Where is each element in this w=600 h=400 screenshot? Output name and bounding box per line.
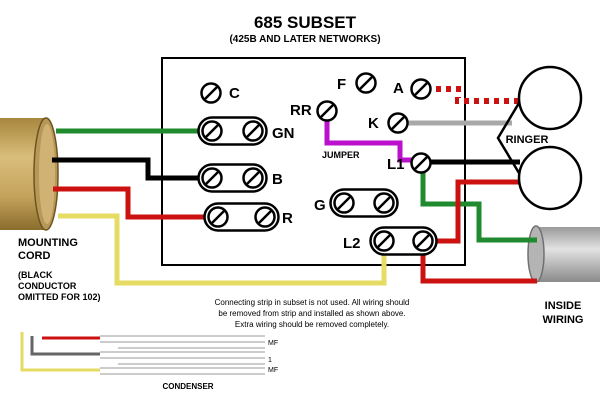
terminal-r-screw-2 <box>254 206 276 228</box>
note-line-2: be removed from strip and installed as s… <box>218 309 405 318</box>
terminal-label-l1: L1 <box>387 156 405 173</box>
diagram-subtitle: (425B AND LATER NETWORKS) <box>229 34 380 45</box>
terminal-r-screw-1 <box>207 206 229 228</box>
terminal-b-screw-2 <box>242 167 264 189</box>
terminal-screws <box>197 72 438 256</box>
terminal-label-rr: RR <box>290 102 312 119</box>
note-line-3: Extra wiring should be removed completel… <box>235 320 389 329</box>
terminal-c-screw <box>200 82 222 104</box>
ringer: RINGER <box>496 65 583 211</box>
terminal-b-screw-1 <box>201 167 223 189</box>
mounting-cord-label-1: MOUNTING <box>18 237 78 249</box>
jumper-label: JUMPER <box>322 150 360 160</box>
mounting-note-2: CONDUCTOR <box>18 281 77 291</box>
terminal-a-screw <box>410 78 432 100</box>
wire-black-b <box>52 157 212 181</box>
condenser: MF 1 MF CONDENSER <box>20 332 278 391</box>
terminal-g-screw-1 <box>333 192 355 214</box>
terminal-gn-screw-2 <box>242 120 264 142</box>
condenser-wire-gray <box>30 336 100 356</box>
terminal-l2-screw-1 <box>373 230 395 252</box>
terminal-g-screw-2 <box>373 192 395 214</box>
wire-yellow-l2 <box>58 213 387 286</box>
mounting-note-1: (BLACK <box>18 270 53 280</box>
terminal-label-l2: L2 <box>343 235 361 252</box>
condenser-1: 1 <box>268 357 272 364</box>
terminal-label-k: K <box>368 115 379 132</box>
mounting-note-3: OMITTED FOR 102) <box>18 292 101 302</box>
terminal-label-r: R <box>282 210 293 227</box>
condenser-wire-yellow <box>20 332 100 372</box>
condenser-mf-top: MF <box>268 340 278 347</box>
wire-green-l1 <box>420 166 537 243</box>
inside-wiring-label-2: WIRING <box>543 314 584 326</box>
terminal-f-screw <box>355 72 377 94</box>
condenser-label: CONDENSER <box>162 382 213 391</box>
terminal-label-c: C <box>229 85 240 102</box>
terminal-label-b: B <box>272 171 283 188</box>
wire-red-a-stripe <box>421 86 520 104</box>
inside-wiring-label-1: INSIDE <box>545 300 582 312</box>
terminal-l2-screw-2 <box>412 230 434 252</box>
wire-red-ringer-l2 <box>423 179 520 244</box>
ringer-label: RINGER <box>506 134 549 146</box>
terminal-label-g: G <box>314 197 326 214</box>
terminal-l1-screw <box>410 152 432 174</box>
inside-wiring-cable <box>527 225 600 283</box>
ringer-coil-bottom <box>517 145 583 211</box>
terminal-label-gn: GN <box>272 125 295 142</box>
terminal-label-f: F <box>337 76 346 93</box>
mounting-cord <box>0 117 59 231</box>
wire-red-l2-out <box>420 244 537 284</box>
terminal-rr-screw <box>316 100 338 122</box>
terminal-k-screw <box>387 112 409 134</box>
wire-red-r <box>53 186 218 220</box>
diagram-title: 685 SUBSET <box>254 13 357 32</box>
mounting-cord-label-2: CORD <box>18 250 50 262</box>
terminal-gn-screw-1 <box>201 120 223 142</box>
ringer-coil-top <box>517 65 583 131</box>
terminal-label-a: A <box>393 80 404 97</box>
wire-purple-jumper <box>324 111 421 163</box>
note-line-1: Connecting strip in subset is not used. … <box>215 298 410 307</box>
condenser-mf-bottom: MF <box>268 367 278 374</box>
